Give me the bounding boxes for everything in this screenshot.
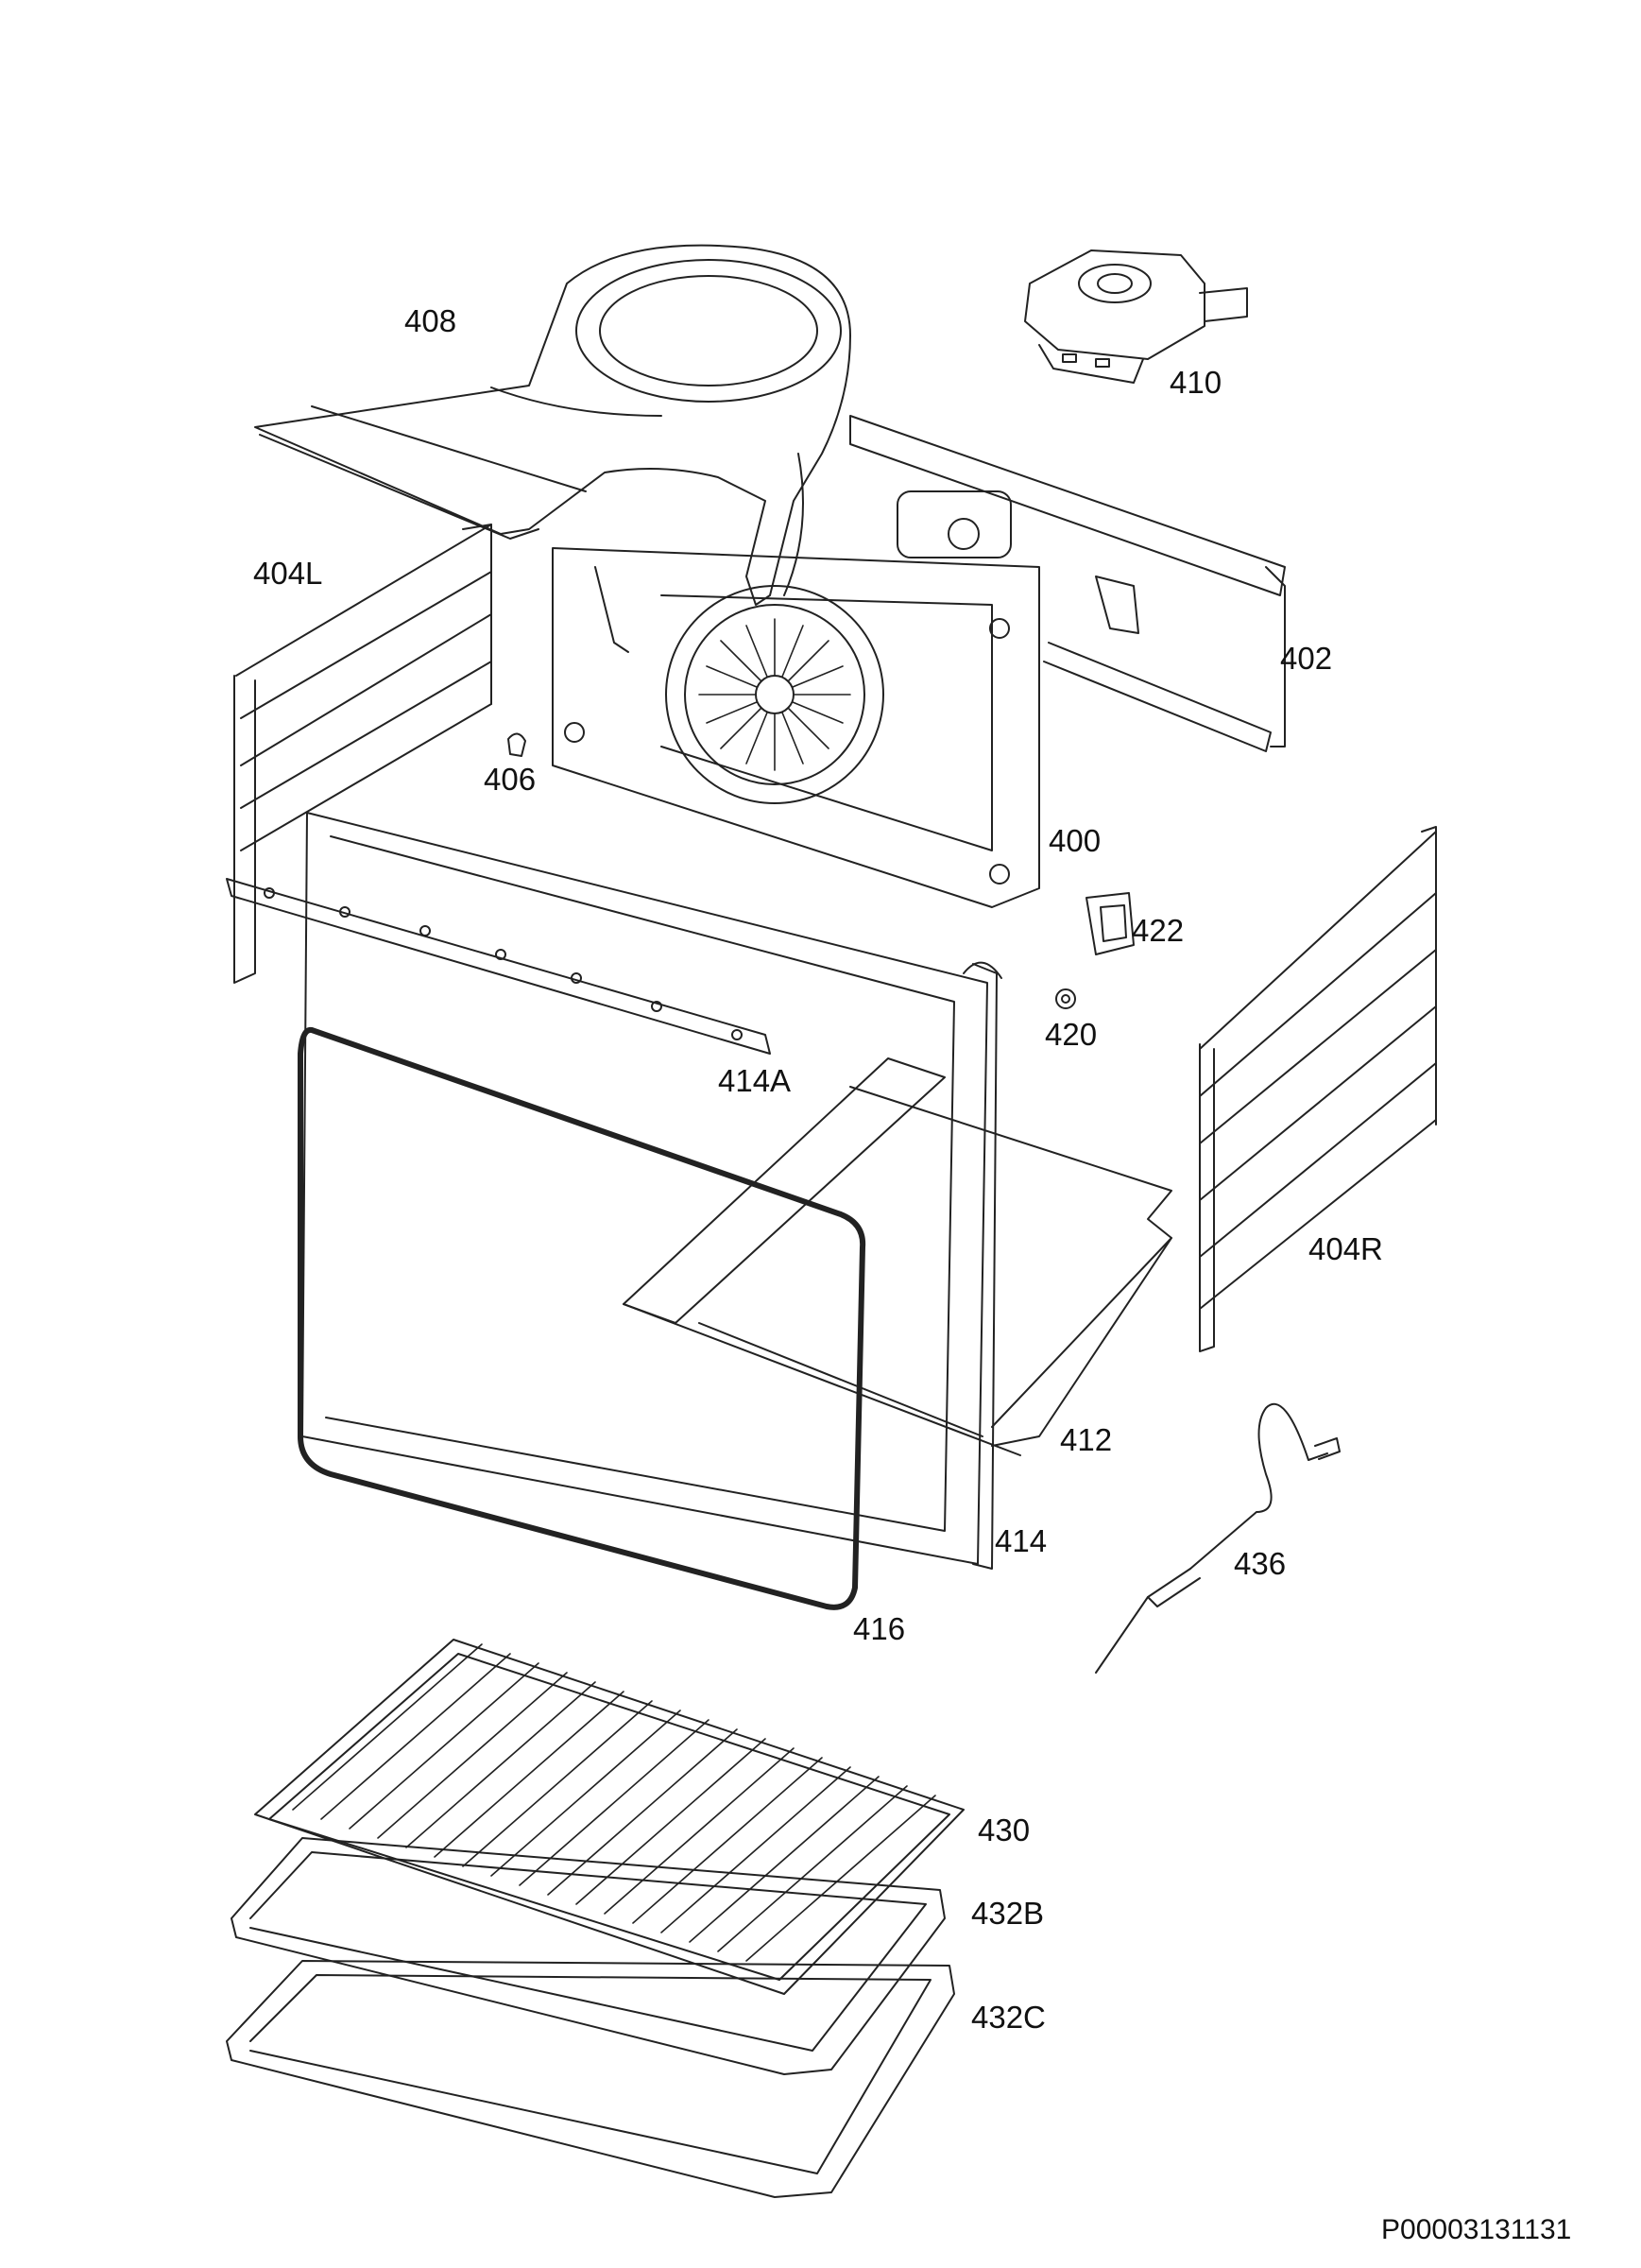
label-420: 420	[1045, 1017, 1098, 1052]
meat-probe-436	[1095, 1402, 1341, 1674]
tray-432C	[226, 1960, 955, 2198]
fan-cover-408	[254, 244, 851, 606]
fan-motor-410	[1024, 249, 1248, 384]
label-432C: 432C	[971, 2000, 1046, 2035]
label-414A: 414A	[718, 1063, 792, 1098]
label-406: 406	[484, 762, 537, 797]
label-410: 410	[1170, 365, 1222, 400]
small-part-420	[1055, 988, 1076, 1009]
tray-432B	[231, 1837, 946, 2075]
door-gasket-416	[298, 1026, 866, 1610]
shelf-support-404R	[1199, 826, 1437, 1352]
small-part-406	[507, 732, 526, 757]
label-412: 412	[1060, 1422, 1113, 1457]
bottom-frame-412	[623, 1057, 1172, 1456]
label-416: 416	[853, 1611, 906, 1646]
lamp-holder-422	[1085, 892, 1135, 955]
wire-shelf-430	[254, 1639, 965, 1995]
label-402: 402	[1280, 641, 1333, 676]
label-408: 408	[404, 303, 457, 338]
label-422: 422	[1132, 913, 1185, 948]
reference-code: P00003131131	[1381, 2214, 1572, 2245]
back-wall-400	[552, 547, 1040, 908]
label-432B: 432B	[971, 1896, 1045, 1931]
shelf-support-404L	[233, 524, 492, 984]
label-404R: 404R	[1308, 1231, 1383, 1266]
label-400: 400	[1049, 823, 1102, 858]
label-430: 430	[978, 1813, 1031, 1847]
trim-strip-414A	[226, 878, 771, 1055]
label-404L: 404L	[253, 556, 323, 591]
label-436: 436	[1234, 1546, 1287, 1581]
label-414: 414	[995, 1523, 1048, 1558]
rear-panel-402	[849, 415, 1286, 752]
front-frame-414	[301, 812, 1002, 1570]
